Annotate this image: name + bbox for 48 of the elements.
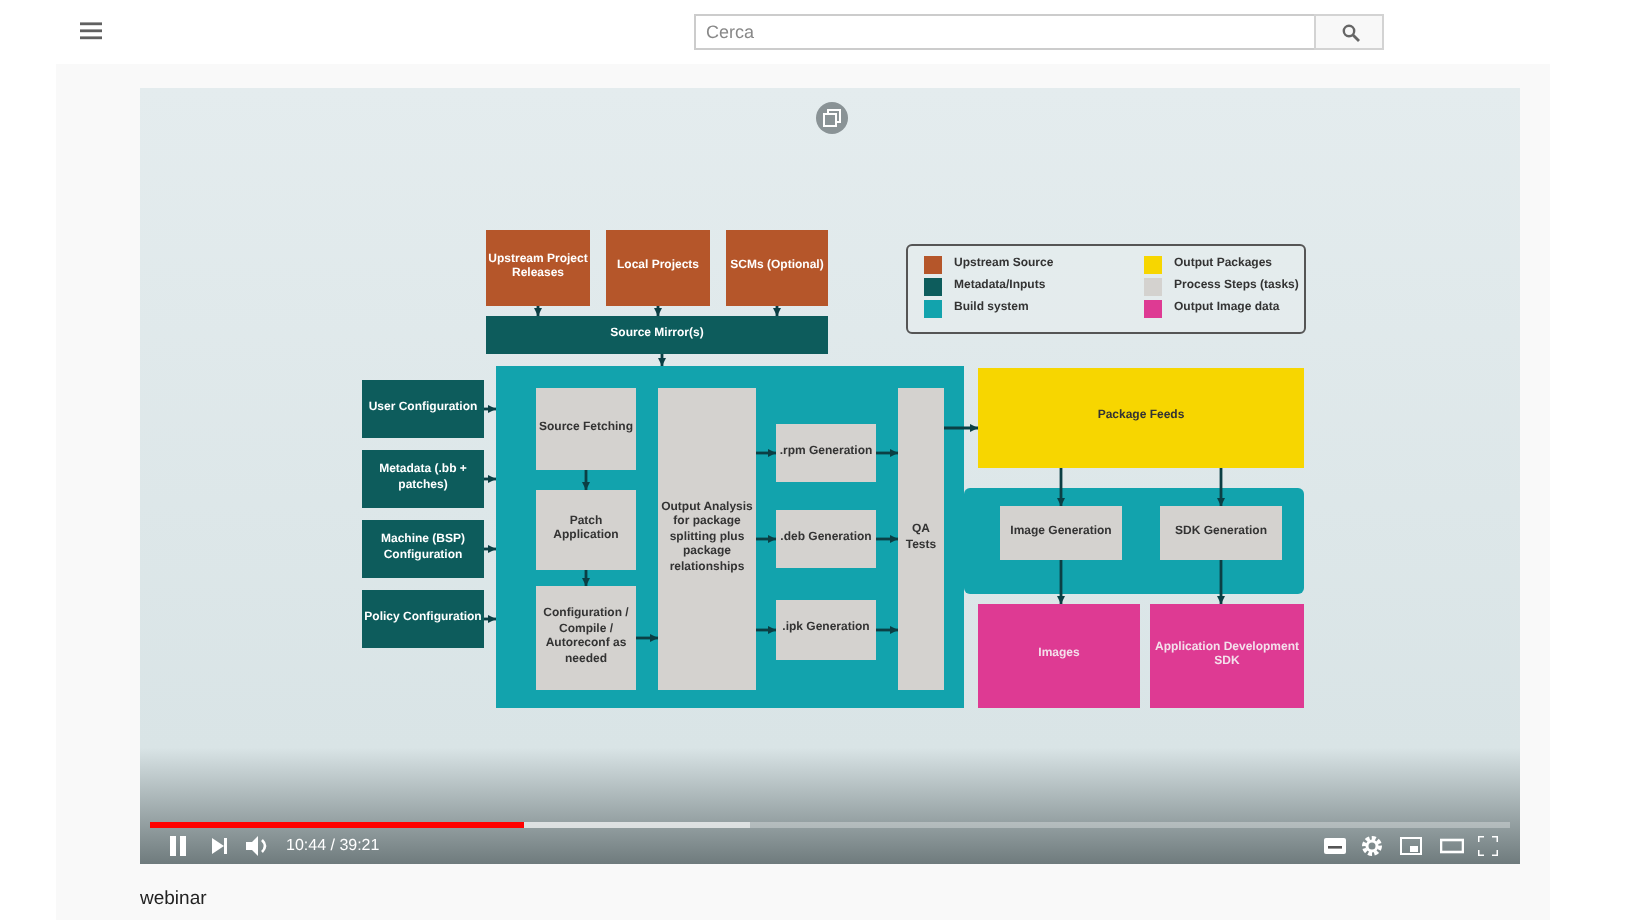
arrow	[581, 570, 591, 586]
arrow	[581, 470, 591, 490]
arrow	[484, 544, 496, 554]
arrow	[484, 474, 496, 484]
process-box	[536, 388, 636, 470]
arrow	[876, 625, 898, 635]
output-box	[1150, 604, 1304, 708]
arrow	[1216, 560, 1226, 604]
video-title: webinar	[140, 888, 207, 910]
arrow	[756, 625, 776, 635]
source-box	[726, 230, 828, 306]
search-field: Cerca	[694, 14, 1316, 50]
process-box	[536, 490, 636, 570]
process-box	[776, 424, 876, 482]
arrow	[1216, 468, 1226, 506]
arrow	[756, 448, 776, 458]
input-box	[362, 380, 484, 438]
arrow	[876, 448, 898, 458]
process-box	[898, 388, 944, 690]
arrow	[653, 306, 663, 316]
source-box	[486, 230, 590, 306]
arrow	[657, 354, 667, 366]
output-box	[978, 368, 1304, 468]
arrow	[772, 306, 782, 316]
arrow	[944, 423, 978, 433]
input-box	[362, 520, 484, 578]
process-box	[776, 510, 876, 568]
arrow	[1056, 468, 1066, 506]
process-box	[1160, 506, 1282, 560]
arrow	[636, 633, 658, 643]
build-system-panel	[496, 366, 964, 708]
process-box	[776, 600, 876, 660]
arrow	[1056, 560, 1066, 604]
mirror-bar	[486, 316, 828, 354]
arrow	[484, 614, 496, 624]
output-box	[978, 604, 1140, 708]
arrow	[876, 534, 898, 544]
build-system-band	[964, 488, 1304, 594]
input-box	[362, 450, 484, 508]
process-box	[1000, 506, 1122, 560]
video-time: 10:44 / 39:21	[286, 836, 380, 854]
arrow	[484, 404, 496, 414]
process-box	[536, 586, 636, 690]
input-box	[362, 590, 484, 648]
arrow	[533, 306, 543, 316]
process-box	[658, 388, 756, 690]
source-box	[606, 230, 710, 306]
arrow	[756, 534, 776, 544]
